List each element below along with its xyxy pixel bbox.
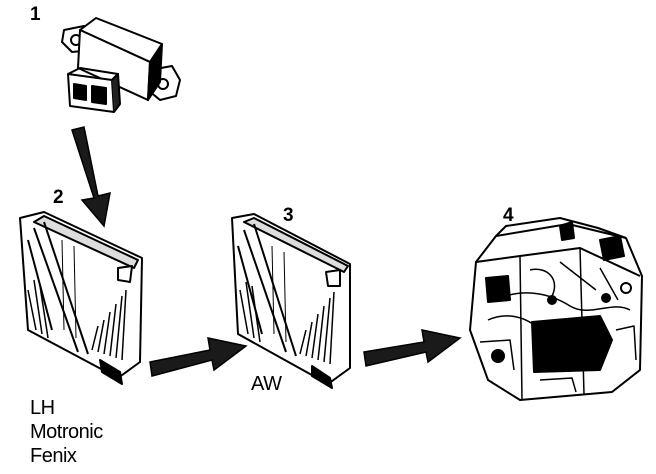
ecu-name-line-1: LH [30, 397, 55, 419]
label-number-1: 1 [30, 4, 41, 25]
arrow-down [71, 126, 111, 228]
label-number-3: 3 [283, 205, 294, 226]
ecu-name-label: LH Motronic Fenix [30, 396, 103, 468]
ecu-name-line-2: Motronic [30, 421, 103, 443]
ecu-module-left [19, 211, 143, 385]
tcm-module [231, 213, 351, 389]
sensor-component [61, 17, 181, 113]
tcm-name-label: AW [251, 373, 282, 395]
arrow-right-2 [363, 329, 462, 367]
label-number-4: 4 [503, 205, 514, 226]
transmission-assembly [469, 217, 643, 401]
arrow-right-1 [149, 337, 248, 377]
ecu-name-line-3: Fenix [30, 445, 77, 467]
label-number-2: 2 [53, 187, 64, 208]
